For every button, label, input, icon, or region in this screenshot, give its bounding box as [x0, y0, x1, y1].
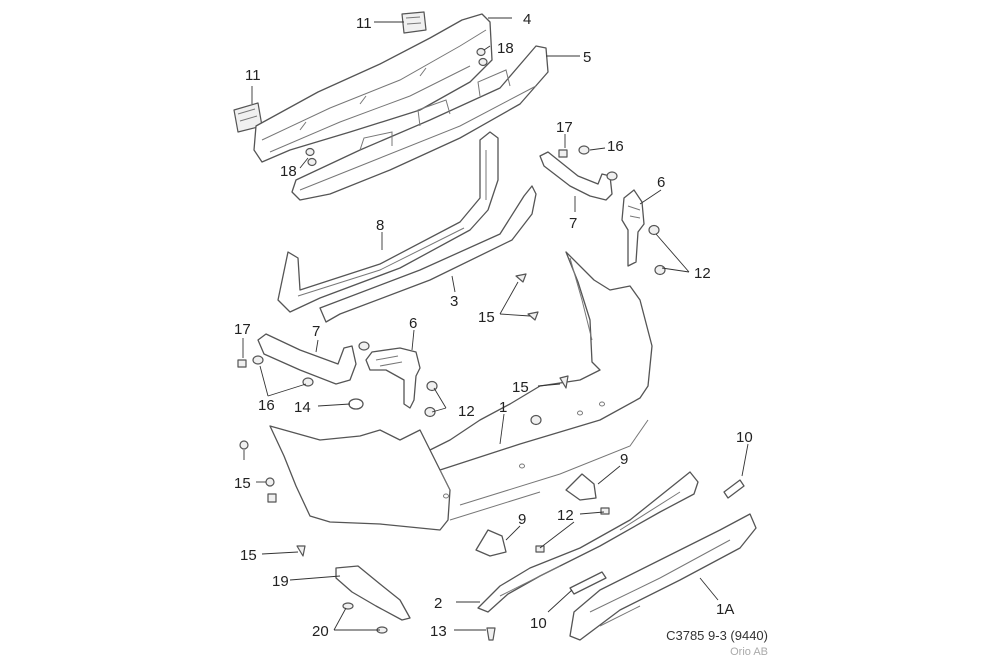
callout-13: 13 [430, 623, 447, 640]
callout-15-mid: 15 [512, 379, 529, 396]
clip-17-left [237, 359, 247, 368]
callout-4: 4 [523, 11, 531, 28]
callout-10-left: 10 [530, 615, 547, 632]
callout-19: 19 [272, 573, 289, 590]
screw-15 [239, 273, 569, 557]
bumper-carrier-8 [277, 131, 499, 313]
trim-strip-3 [319, 185, 537, 323]
diffuser-2 [477, 471, 699, 613]
grommet-12-left [424, 380, 542, 426]
callout-17-left: 17 [234, 321, 251, 338]
strip-10-left [569, 571, 607, 595]
callout-9-right: 9 [620, 451, 628, 468]
bracket-11-top [401, 11, 427, 34]
callout-15-upper: 15 [478, 309, 495, 326]
side-bracket-6-right [621, 189, 645, 267]
energy-absorber-5 [291, 45, 549, 201]
callout-12-right: 12 [694, 265, 711, 282]
callout-7-left: 7 [312, 323, 320, 340]
clip-16-right [578, 145, 618, 181]
credit-text: Orio AB [730, 646, 768, 658]
callout-18-lower: 18 [280, 163, 297, 180]
clip-18-lower [305, 147, 317, 167]
clip-17-right [558, 149, 568, 158]
diagram-code: C3785 9-3 (9440) [666, 628, 768, 643]
callout-1: 1 [499, 399, 507, 416]
skirt-1A [569, 513, 757, 641]
screw-13 [486, 627, 496, 641]
clip-14 [348, 398, 364, 410]
callout-6-left: 6 [409, 315, 417, 332]
callout-6-right: 6 [657, 174, 665, 191]
leader-lines [242, 17, 749, 631]
callout-11-left: 11 [245, 67, 261, 84]
side-bracket-7-left [257, 333, 357, 385]
side-bracket-6-left [365, 347, 421, 409]
impact-bar-4 [253, 13, 493, 163]
callout-20: 20 [312, 623, 329, 640]
callout-3: 3 [450, 293, 458, 310]
callout-15-left: 15 [234, 475, 251, 492]
callout-16-left: 16 [258, 397, 275, 414]
callout-16-right: 16 [607, 138, 624, 155]
clip-18-upper [476, 47, 488, 67]
mount-9-left [475, 529, 507, 557]
strip-10-right [723, 479, 745, 499]
callout-8: 8 [376, 217, 384, 234]
plate-19 [335, 565, 411, 621]
callout-5: 5 [583, 49, 591, 66]
callout-11-top: 11 [356, 15, 372, 32]
callout-12-lower: 12 [557, 507, 574, 524]
callout-14: 14 [294, 399, 311, 416]
callout-1A: 1A [716, 601, 734, 618]
callout-9-left: 9 [518, 511, 526, 528]
callout-15-lower: 15 [240, 547, 257, 564]
bumper-cover-1 [269, 251, 653, 531]
side-bracket-7-right [539, 151, 613, 201]
mount-9-right [565, 473, 597, 501]
callout-12-left: 12 [458, 403, 475, 420]
grommet-12-right [648, 224, 666, 276]
callout-10-right: 10 [736, 429, 753, 446]
callout-18-upper: 18 [497, 40, 514, 57]
callout-labels: 11 4 18 5 11 18 17 16 6 7 8 12 3 15 17 7… [234, 11, 753, 640]
grommet-12-lower [535, 507, 610, 553]
callout-2: 2 [434, 595, 442, 612]
callout-17-right: 17 [556, 119, 573, 136]
callout-7-right: 7 [569, 215, 577, 232]
